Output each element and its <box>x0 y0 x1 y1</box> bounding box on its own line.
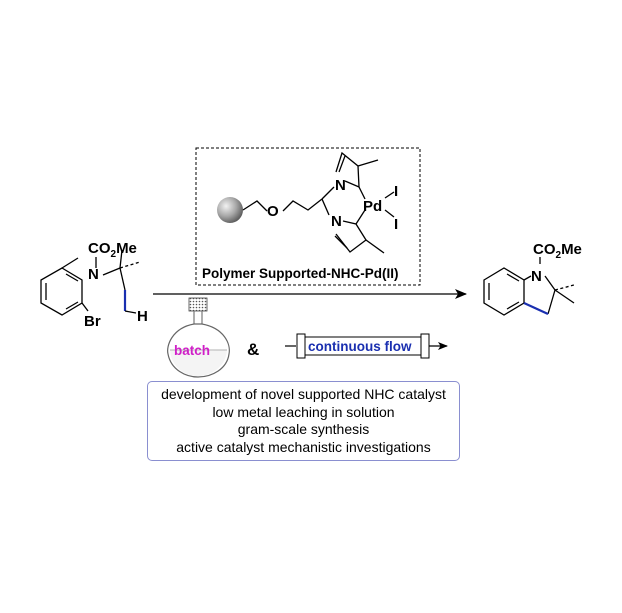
substrate-molecule: CO2Me N Br H <box>40 240 148 330</box>
catalyst-iodide-1: I <box>394 183 398 200</box>
flow-reactor-icon <box>285 333 448 359</box>
substrate-bonds <box>40 249 141 316</box>
substrate-hydrogen: H <box>137 308 148 325</box>
highlight-line-2: low metal leaching in solution <box>212 403 395 420</box>
polymer-bead-icon <box>217 197 243 223</box>
continuous-flow-label: continuous flow <box>308 339 412 354</box>
product-nitrogen: N <box>531 268 542 285</box>
product-molecule: CO2Me N <box>483 241 582 316</box>
product-highlight-bond <box>523 302 549 315</box>
product-ester: CO2Me <box>533 241 582 261</box>
catalyst-n-lower-1: N <box>331 213 342 230</box>
catalyst-iodide-2: I <box>394 216 398 233</box>
catalyst-palladium: Pd <box>363 198 382 215</box>
substrate-ch-bond <box>124 310 137 314</box>
highlight-line-3: gram-scale synthesis <box>237 421 370 437</box>
catalyst-ether-oxygen: O <box>267 203 279 220</box>
catalyst-label: Polymer Supported-NHC-Pd(II) <box>202 266 399 281</box>
catalyst-n-upper-1: N <box>335 177 346 194</box>
substrate-ester: CO2Me <box>88 240 137 260</box>
and-connector: & <box>247 340 259 359</box>
batch-label: batch <box>174 343 210 358</box>
catalyst-dashed-border <box>195 147 421 286</box>
catalyst-skeleton-bonds <box>242 151 395 254</box>
substrate-nitrogen: N <box>88 266 99 283</box>
batch-flask-icon <box>167 297 230 378</box>
highlights-box: development of novel supported NHC catal… <box>147 381 460 461</box>
product-bonds <box>483 257 575 316</box>
substrate-bromine: Br <box>84 313 101 330</box>
catalyst-panel: O N N Pd I I Polymer Supported-NHC-Pd(II… <box>195 147 421 286</box>
highlight-line-4: active catalyst mechanistic investigatio… <box>176 438 431 455</box>
highlight-line-1: development of novel supported NHC catal… <box>161 386 446 402</box>
